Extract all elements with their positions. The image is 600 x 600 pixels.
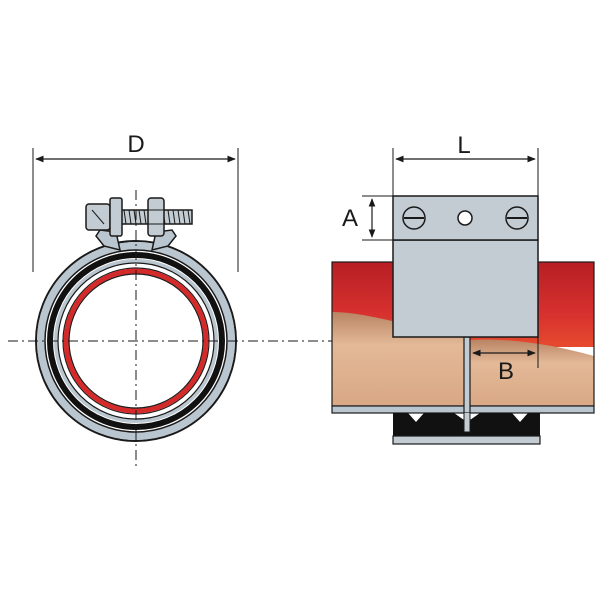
dimension-l: L [392,132,539,196]
dimension-d: D [32,131,239,272]
clamp-bolt-icon [85,197,193,237]
screw-head-icon [505,206,529,230]
pipe-right-tan [470,339,594,406]
label-d: D [127,131,144,158]
rivet-icon [457,210,473,226]
pipe-gap [463,336,471,414]
label-a: A [342,205,358,232]
coupling-side-view [331,195,595,445]
screw-head-icon [402,206,426,230]
label-b: B [498,358,514,385]
label-l: L [457,132,470,159]
clamp-end-view [35,190,237,470]
coupling-housing [392,239,539,338]
dimension-a: A [342,195,393,241]
dimension-b: B [472,337,539,385]
